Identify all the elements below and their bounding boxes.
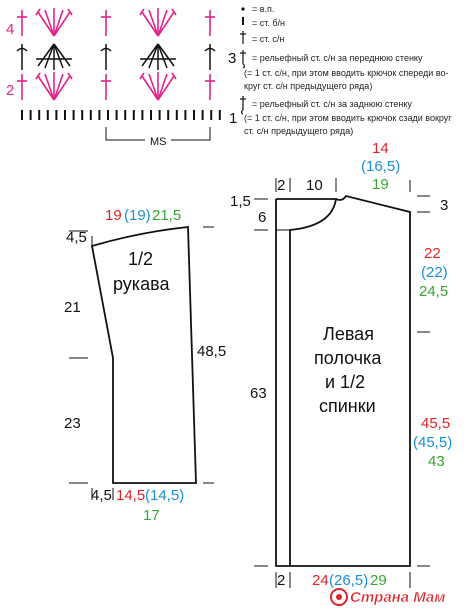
sleeve-upper-height: 21 xyxy=(64,299,81,316)
legend-back-post: = рельефный ст. с/н за заднюю стенку xyxy=(252,99,412,109)
row-1-single-crochets xyxy=(21,110,221,120)
row-2-stitches xyxy=(17,72,215,101)
pink-post-stitch xyxy=(17,10,215,36)
sleeve-dimension-lines xyxy=(69,226,214,500)
sleeve-bottom-offset: 4,5 xyxy=(91,487,112,504)
black-fan-group xyxy=(140,43,176,70)
sleeve-bottom-width-l: 17 xyxy=(143,507,160,524)
repeat-label: MS xyxy=(150,136,167,148)
row-number-4: 4 xyxy=(6,21,14,38)
front-title-line-2: полочка xyxy=(314,348,382,368)
sleeve-title-line-2: рукава xyxy=(113,274,170,294)
sleeve-title-line-1: 1/2 xyxy=(128,249,153,269)
front-total-height: 63 xyxy=(250,385,267,402)
front-dimension-lines xyxy=(254,178,430,588)
pink-fan-group xyxy=(139,72,177,101)
double-crochet-icon xyxy=(240,31,246,44)
row-number-3: 3 xyxy=(228,50,236,67)
front-neck-drop-top: 1,5 xyxy=(230,193,251,210)
row-4-stitches xyxy=(17,8,215,37)
pink-post-stitch xyxy=(17,74,215,100)
sleeve-bottom-width-s: 14,5 xyxy=(116,487,145,504)
front-side-m: (45,5) xyxy=(413,434,452,451)
row-3-stitches xyxy=(16,43,216,70)
front-side-s: 45,5 xyxy=(421,415,450,432)
sleeve-lower-height: 23 xyxy=(64,415,81,432)
front-bottom-width-s: 24 xyxy=(312,572,329,589)
front-bottom-offset: 2 xyxy=(277,572,285,589)
legend-back-post-note-1: (= 1 ст. с/н, при этом вводить крючок сз… xyxy=(244,113,452,123)
front-shoulder-width-m: (16,5) xyxy=(361,158,400,175)
watermark-text: Страна Мам xyxy=(350,589,445,606)
black-fan-group xyxy=(36,43,72,70)
front-shoulder-width-s: 14 xyxy=(372,140,389,157)
front-armhole-l: 24,5 xyxy=(419,283,448,300)
front-back-schematic: 2 10 14 (16,5) 19 1,5 6 3 22 (22) 24,5 6… xyxy=(230,140,452,589)
pink-fan-group xyxy=(35,72,73,101)
back-post-dc-icon xyxy=(240,96,246,115)
row-number-2: 2 xyxy=(6,82,14,99)
symbol-legend: = в.п. = ст. б/н = ст. с/н = рельефный с… xyxy=(240,4,452,136)
sleeve-outline xyxy=(90,226,197,484)
legend-back-post-note-2: ст. с/н предыдущего ряда) xyxy=(244,126,353,136)
front-shoulder-slope: 3 xyxy=(440,197,448,214)
front-bottom-width-m: (26,5) xyxy=(329,572,368,589)
legend-chain: = в.п. xyxy=(252,4,274,14)
front-armhole-s: 22 xyxy=(424,245,441,262)
front-title-line-1: Левая xyxy=(323,324,374,344)
front-post-dc-icon xyxy=(240,50,246,69)
sleeve-cap-offset: 4,5 xyxy=(66,229,87,246)
front-neck-offset: 2 xyxy=(277,177,285,194)
front-title-line-3: и 1/2 xyxy=(325,372,365,392)
row-number-1: 1 xyxy=(229,110,237,127)
repeat-label-bg xyxy=(145,133,171,147)
legend-double-crochet: = ст. с/н xyxy=(252,34,284,44)
sleeve-top-width-m: (19) xyxy=(124,207,151,224)
front-armhole-m: (22) xyxy=(421,264,448,281)
chain-dot-icon xyxy=(241,7,245,11)
watermark: Страна Мам xyxy=(330,588,446,606)
sleeve-top-width-l: 21,5 xyxy=(152,207,181,224)
legend-front-post-note-1: (= 1 ст. с/н, при этом вводить крючок сп… xyxy=(244,68,449,78)
sleeve-bottom-width-m: (14,5) xyxy=(145,487,184,504)
front-back-left-edge xyxy=(275,199,290,567)
front-neck-width: 10 xyxy=(306,177,323,194)
front-shoulder-width-l: 19 xyxy=(372,176,389,193)
front-bottom-width-l: 29 xyxy=(370,572,387,589)
sleeve-total-height: 48,5 xyxy=(197,343,226,360)
sleeve-top-width-s: 19 xyxy=(105,207,122,224)
pink-fan-group xyxy=(139,8,177,37)
sleeve-schematic: 19 (19) 21,5 4,5 21 23 48,5 1/2 рукава 4… xyxy=(64,207,226,524)
legend-front-post-note-2: круг ст. с/н предыдущего ряда) xyxy=(244,81,372,91)
legend-front-post: = рельефный ст. с/н за переднюю стенку xyxy=(252,53,423,63)
stitch-chart: 4 2 3 1 xyxy=(6,8,237,148)
pink-fan-group xyxy=(35,8,73,37)
black-post-stitch xyxy=(16,44,216,70)
watermark-logo-dot xyxy=(336,594,342,600)
front-neck-depth: 6 xyxy=(258,209,266,226)
front-side-l: 43 xyxy=(428,453,445,470)
front-title-line-4: спинки xyxy=(319,396,376,416)
legend-single-crochet: = ст. б/н xyxy=(252,18,285,28)
